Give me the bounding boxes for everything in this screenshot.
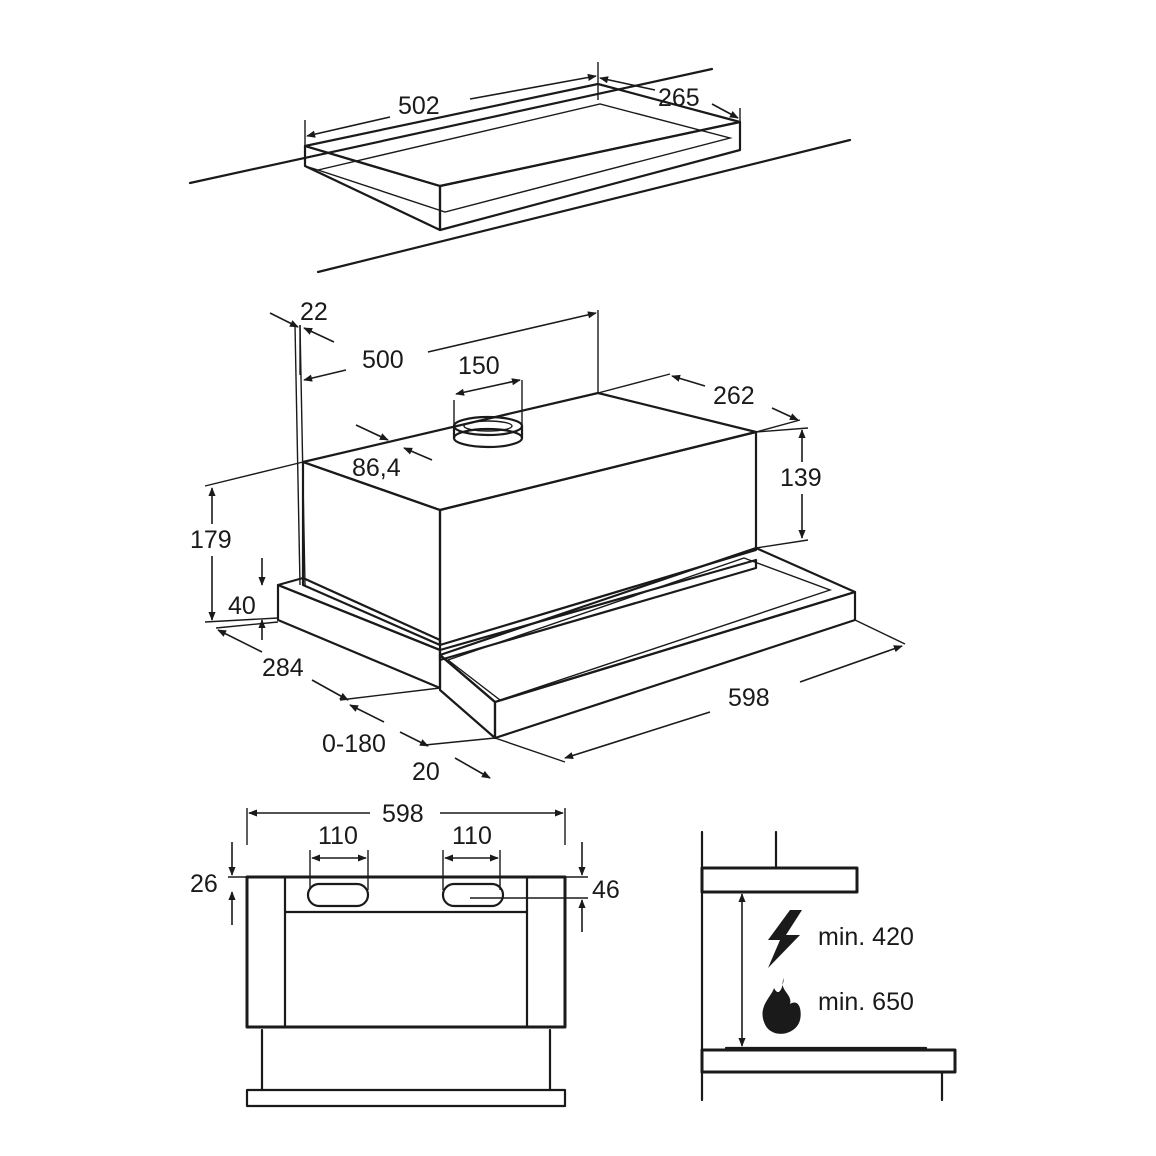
gas-clearance-label: min. 650 [818,988,914,1016]
dim-86-4-label: 86,4 [352,454,401,482]
dim-284-label: 284 [262,654,304,682]
dim-20-label: 20 [412,758,440,786]
bottom-view-drawing: 598 110 110 26 46 [190,800,620,1108]
slot-left-label: 110 [318,822,358,850]
dim-0-180-label: 0-180 [322,730,386,758]
dim-150-label: 150 [458,352,500,380]
dim-179-label: 179 [190,526,232,554]
left-offset-label: 26 [190,870,218,898]
right-offset-label: 46 [592,876,620,904]
bottom-dim-598-label: 598 [382,800,424,828]
dim-502-label: 502 [398,92,440,120]
dim-262-label: 262 [713,382,755,410]
slot-right-label: 110 [452,822,492,850]
dim-40-label: 40 [228,592,256,620]
dim-22-label: 22 [300,298,328,326]
dim-598-label: 598 [728,684,770,712]
hood-3d-drawing: 22 500 150 86,4 262 139 179 [190,298,906,786]
duct-outlet [452,415,524,449]
flame-icon [762,978,801,1034]
dim-500-label: 500 [362,346,404,374]
lightning-icon [768,910,802,968]
dim-265-label: 265 [658,84,700,112]
clearance-drawing: min. 420 min. 650 [700,830,957,1102]
electric-clearance-label: min. 420 [818,923,914,951]
dim-139-label: 139 [780,464,822,492]
ceiling-cutout-drawing: 502 265 [188,62,852,274]
